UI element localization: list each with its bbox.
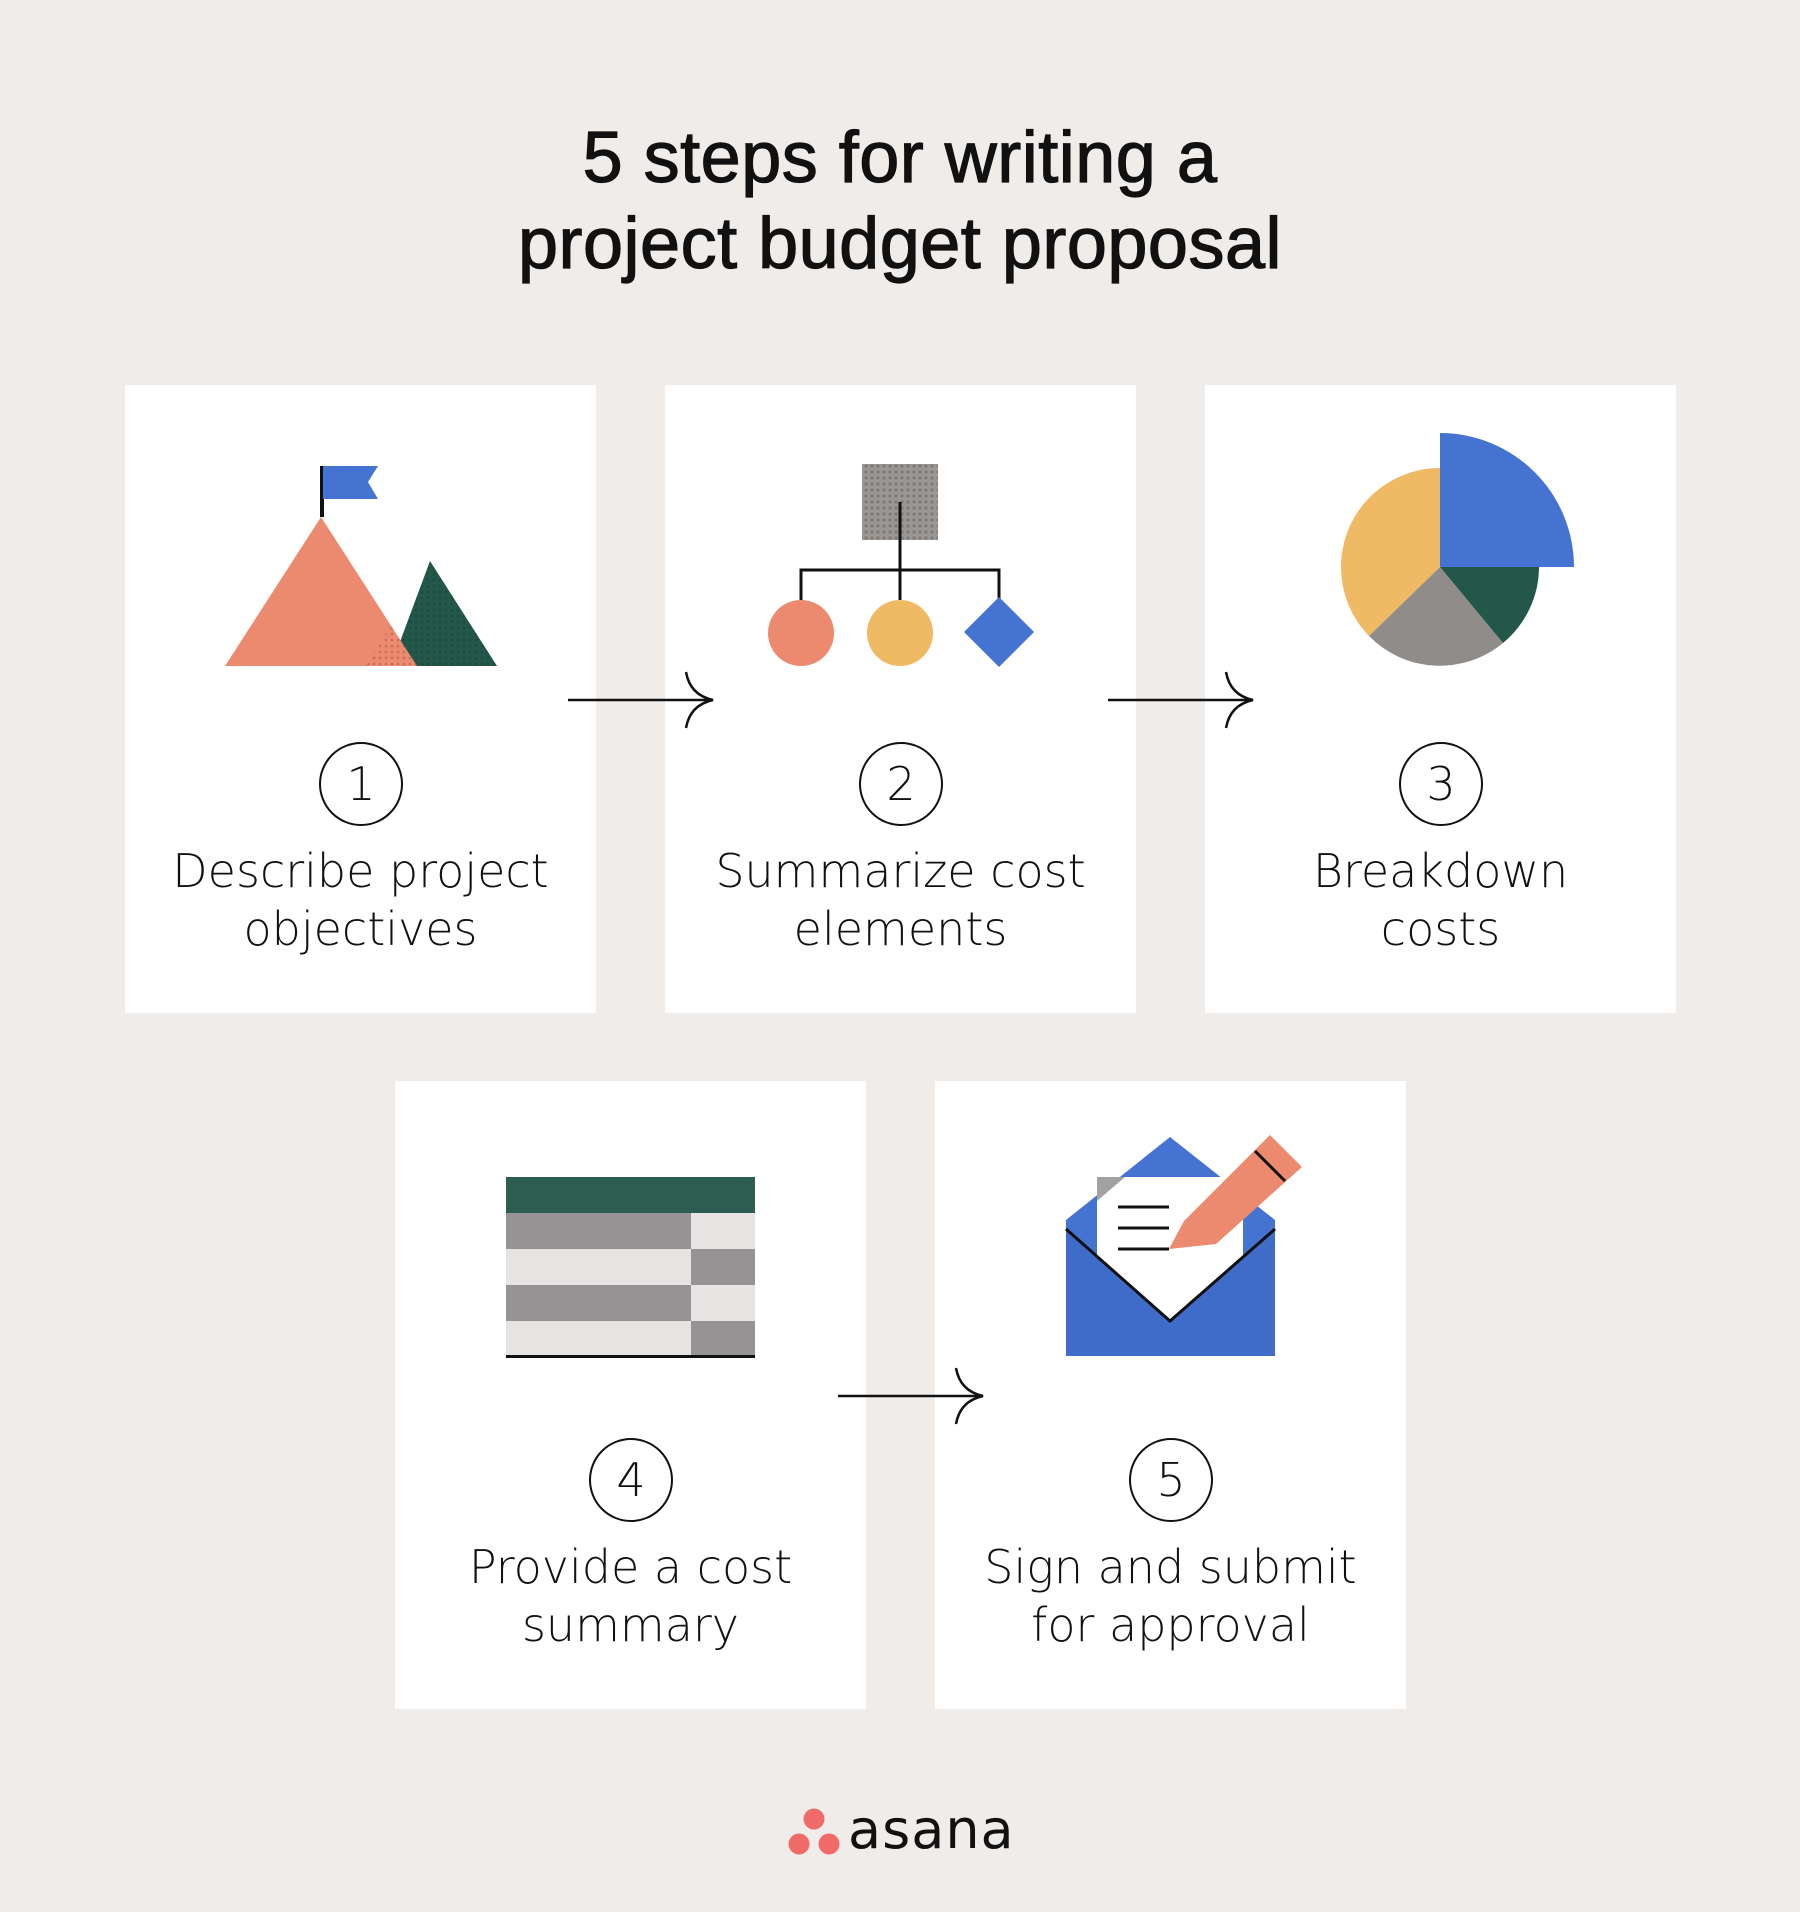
step-label-4: Provide a cost summary (395, 1538, 866, 1654)
arrow-right-icon (568, 671, 714, 729)
step-label-line: summary (521, 1598, 740, 1652)
envelope-pencil-icon (1065, 1135, 1302, 1356)
pie-chart-icon (1340, 433, 1574, 666)
step-label-line: elements (793, 902, 1008, 956)
step-card-3: 3 Breakdown costs (1205, 385, 1676, 1013)
step-label-line: Describe project (172, 844, 549, 898)
step-card-4: 4 Provide a cost summary (395, 1081, 866, 1709)
asana-logo: asana (786, 1800, 1026, 1862)
step-number-5: 5 (1129, 1438, 1213, 1522)
step-label-line: Breakdown (1312, 844, 1569, 898)
table-icon (506, 1177, 755, 1358)
step-label-5: Sign and submit for approval (935, 1538, 1406, 1654)
step-label-line: Provide a cost (468, 1540, 793, 1594)
step-label-1: Describe project objectives (125, 842, 596, 958)
asana-dots-icon (788, 1808, 840, 1855)
arrow-right-icon (1108, 671, 1254, 729)
step-label-line: for approval (1031, 1598, 1310, 1652)
step-number-4: 4 (589, 1438, 673, 1522)
step-label-line: costs (1380, 902, 1501, 956)
logo-wordmark: asana (848, 1798, 1015, 1861)
step-number-3: 3 (1399, 742, 1483, 826)
page-title: 5 steps for writing a project budget pro… (0, 115, 1800, 287)
step-label-3: Breakdown costs (1205, 842, 1676, 958)
arrow-right-icon (838, 1367, 984, 1425)
step-card-2: 2 Summarize cost elements (665, 385, 1136, 1013)
step-card-1: 1 Describe project objectives (125, 385, 596, 1013)
step-number-2: 2 (859, 742, 943, 826)
org-chart-icon (768, 464, 1034, 667)
step-label-line: objectives (243, 902, 478, 956)
step-label-2: Summarize cost elements (665, 842, 1136, 958)
mountain-flag-icon (225, 466, 497, 666)
step-card-5: 5 Sign and submit for approval (935, 1081, 1406, 1709)
title-line-2: project budget proposal (517, 203, 1283, 284)
step-label-line: Sign and submit (984, 1540, 1357, 1594)
step-label-line: Summarize cost (715, 844, 1086, 898)
title-line-1: 5 steps for writing a (582, 117, 1218, 198)
step-number-1: 1 (319, 742, 403, 826)
